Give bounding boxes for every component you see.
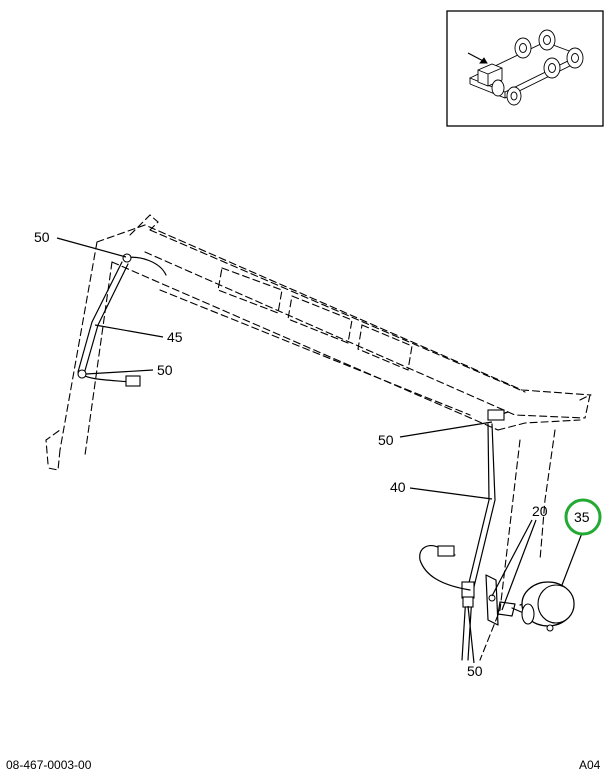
leader-lines bbox=[56, 237, 583, 664]
callout-40: 40 bbox=[390, 479, 406, 495]
revision-code: A04 bbox=[579, 758, 601, 772]
mounting-bracket-20 bbox=[485, 574, 516, 626]
truck-chassis-icon bbox=[467, 29, 584, 106]
callout-20: 20 bbox=[532, 503, 548, 519]
cab-back-panel bbox=[45, 214, 592, 661]
callout-50-top-left: 50 bbox=[34, 229, 50, 245]
locator-inset bbox=[446, 10, 604, 127]
wiring-harness-45 bbox=[77, 253, 167, 387]
work-lamp-35 bbox=[511, 581, 575, 632]
callout-35: 35 bbox=[574, 509, 590, 525]
wiring-harness-40 bbox=[419, 409, 509, 661]
drawing-number: 08-467-0003-00 bbox=[6, 758, 92, 772]
callouts: 50 45 50 50 40 20 35 50 bbox=[34, 229, 590, 679]
callout-50-left-connector: 50 bbox=[157, 362, 173, 378]
callout-45: 45 bbox=[167, 329, 183, 345]
callout-50-right-clip: 50 bbox=[378, 432, 394, 448]
callout-35-highlight-ring bbox=[564, 498, 602, 536]
callout-50-bottom: 50 bbox=[467, 663, 483, 679]
